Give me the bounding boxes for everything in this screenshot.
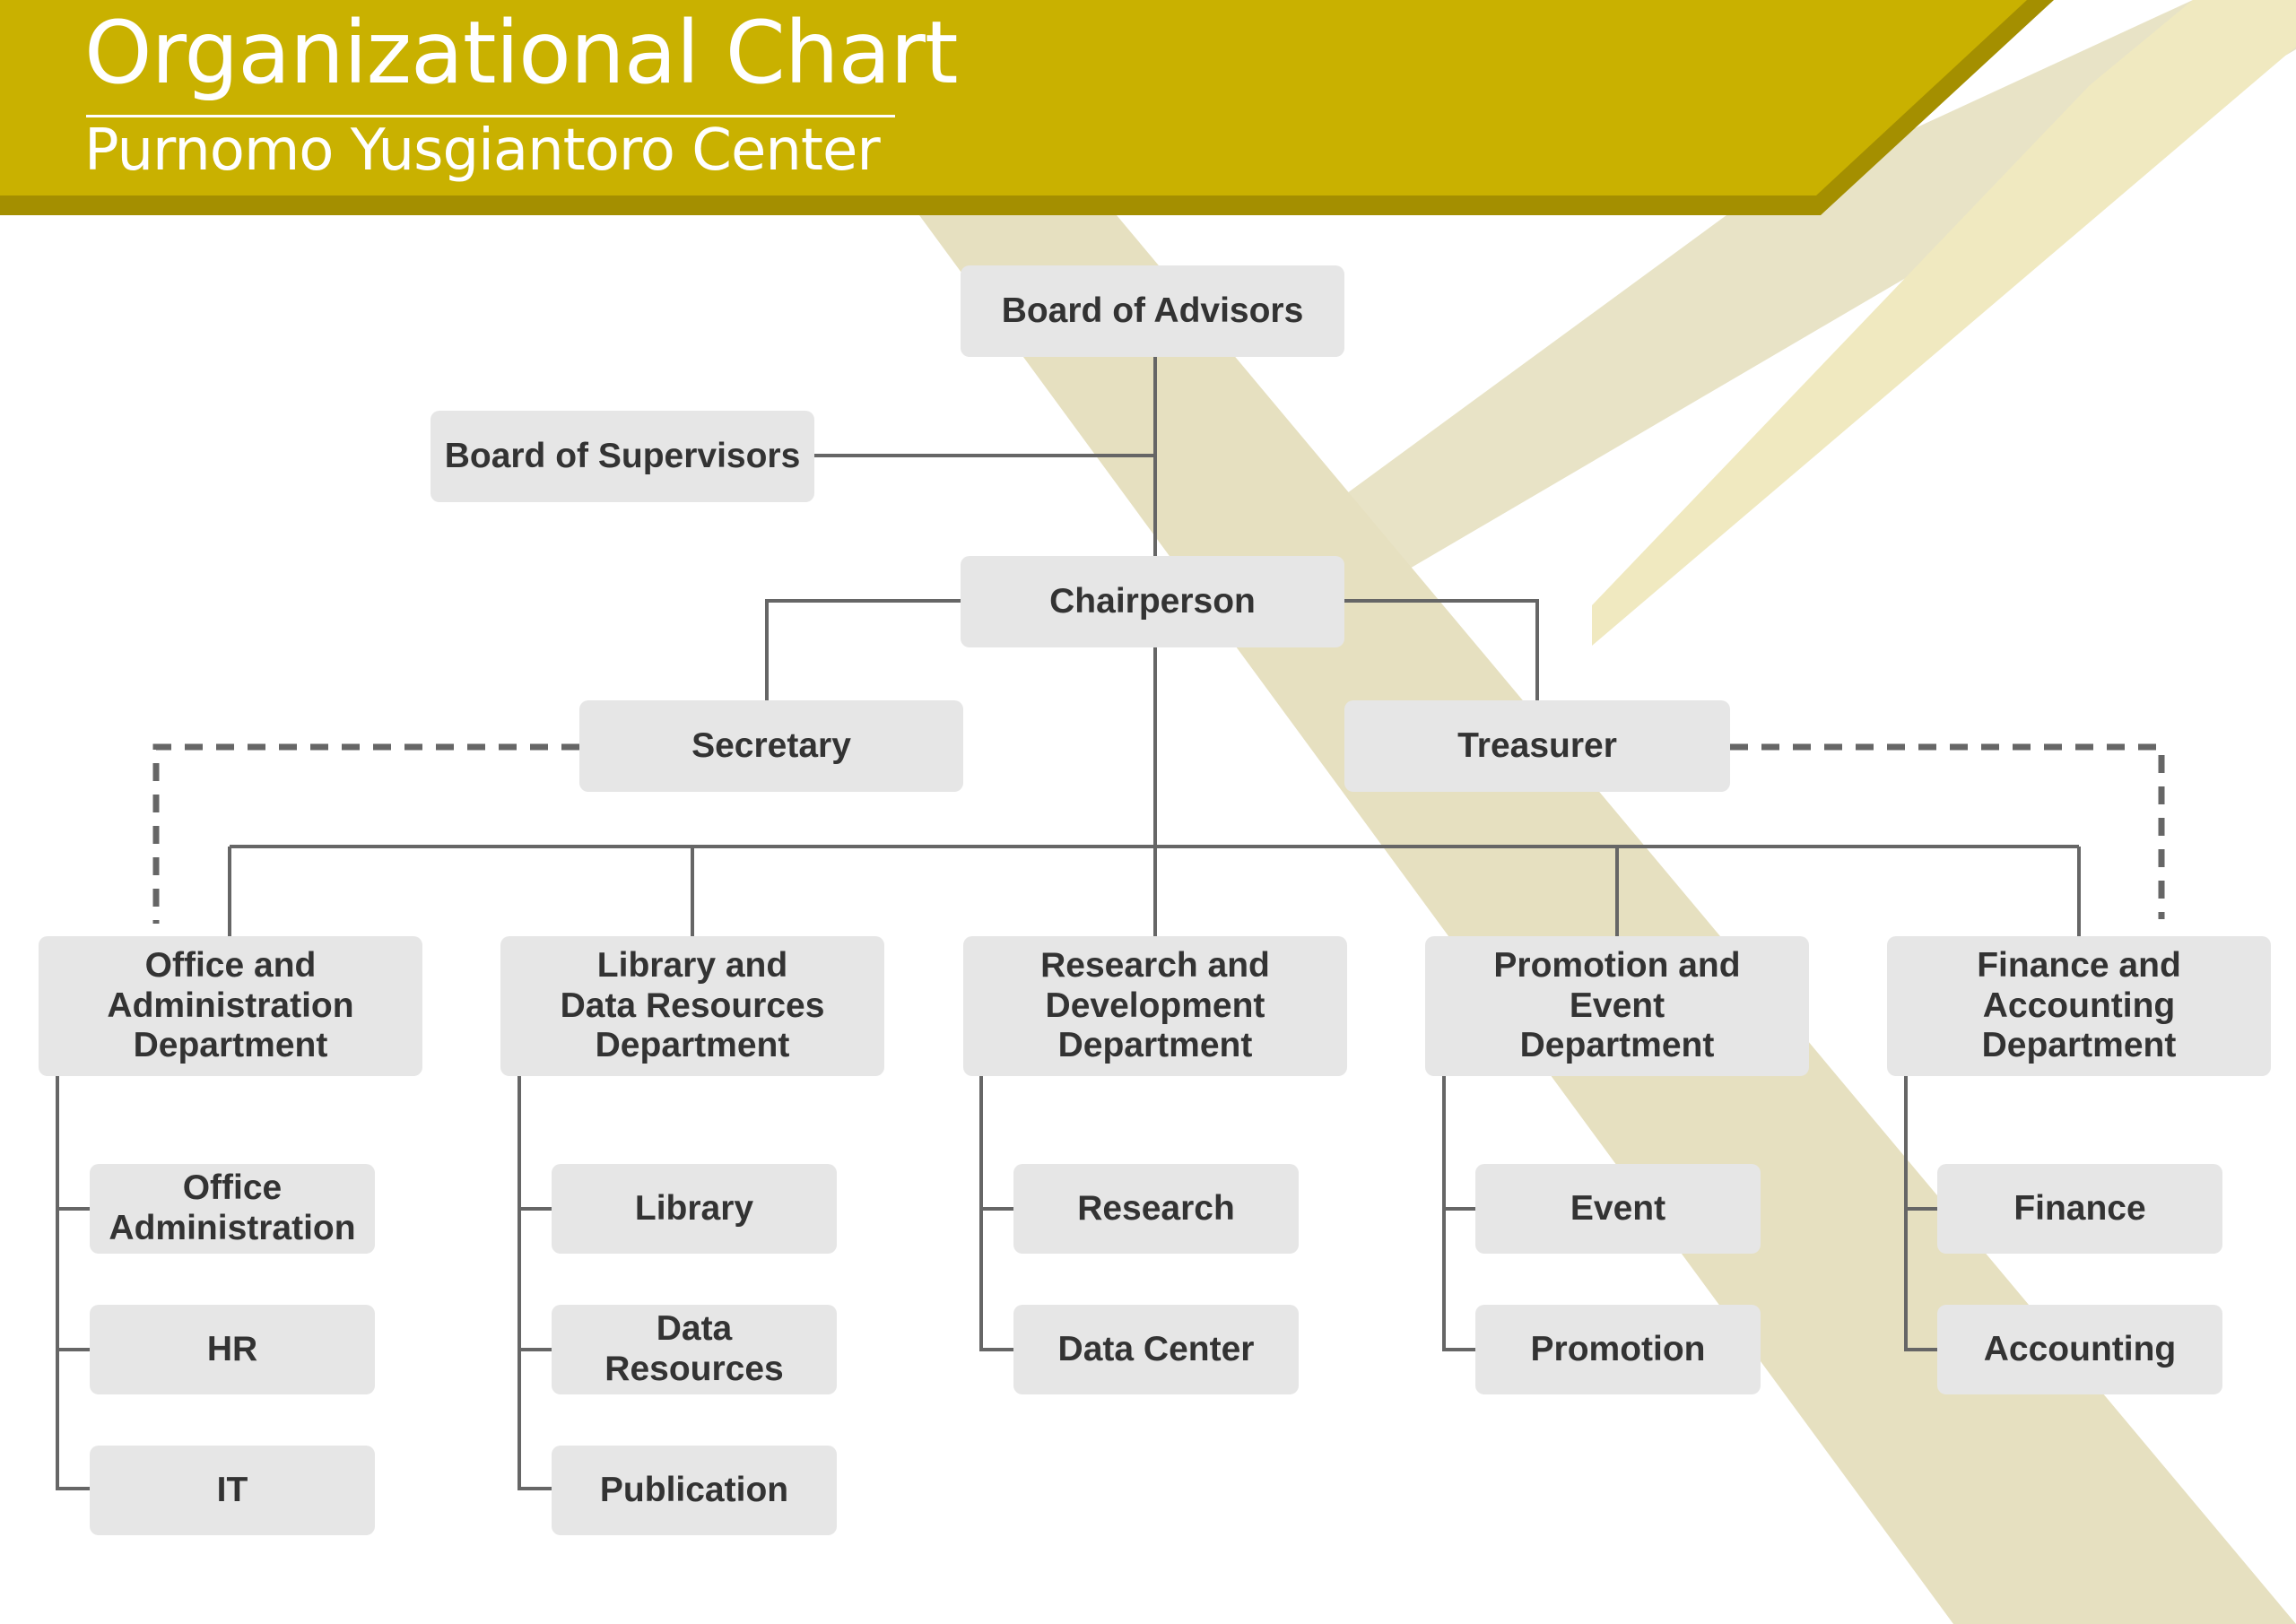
unit-name-line: Research [1077, 1188, 1235, 1228]
header-title: Organizational Chart [84, 3, 959, 103]
node-unit: IT [90, 1446, 375, 1535]
pale-yellow-stripe [1592, 0, 2296, 646]
unit-name-line: Publication [599, 1470, 789, 1509]
node-unit: Promotion [1475, 1305, 1761, 1394]
dashed-connectors [152, 743, 2165, 924]
node-board-of-supervisors: Board of Supervisors [430, 411, 814, 502]
khaki-upper-stripe [1139, 0, 2296, 646]
department-name-line: Accounting [1982, 986, 2176, 1025]
unit-name-line: Promotion [1530, 1329, 1706, 1368]
department-name-line: Department [1519, 1026, 1715, 1065]
node-unit: Event [1475, 1164, 1761, 1254]
header-divider [86, 115, 895, 117]
node-board-of-advisors: Board of Advisors [961, 265, 1344, 357]
unit-name-line: HR [206, 1329, 258, 1368]
node-unit: Accounting [1937, 1305, 2222, 1394]
node-unit: Data Center [1013, 1305, 1299, 1394]
node-unit: HR [90, 1305, 375, 1394]
node-unit: Finance [1937, 1164, 2222, 1254]
department-name-line: Research and [1040, 945, 1270, 985]
unit-name-line: Data Center [1057, 1329, 1255, 1368]
header-subtitle: Purnomo Yusgiantoro Center [84, 117, 881, 184]
unit-name-line: Event [1570, 1188, 1666, 1228]
department-name-line: Office and [144, 945, 317, 985]
department-name-line: Library and [596, 945, 788, 985]
unit-name-line: Accounting [1983, 1329, 2177, 1368]
department-name-line: Department [1057, 1026, 1253, 1065]
unit-name-line: Administration [109, 1209, 356, 1247]
department-name-line: Development [1045, 986, 1265, 1025]
unit-name-line: Office [182, 1168, 283, 1208]
node-unit: Publication [552, 1446, 837, 1535]
department-name-line: Administration [107, 986, 354, 1025]
solid-connectors [56, 357, 2081, 1490]
department-name-line: Event [1569, 986, 1665, 1025]
unit-name-line: IT [216, 1470, 248, 1509]
department-name-line: Promotion and [1493, 945, 1741, 985]
unit-name-line: Finance [2013, 1188, 2146, 1228]
department-name-line: Data Resources [560, 986, 825, 1025]
department-name-line: Department [595, 1026, 790, 1065]
node-chairperson: Chairperson [961, 556, 1344, 647]
node-secretary: Secretary [579, 700, 963, 792]
node-treasurer: Treasurer [1344, 700, 1730, 792]
department-name-line: Finance and [1977, 945, 2181, 985]
department-name-line: Department [133, 1026, 328, 1065]
unit-name-line: Resources [604, 1350, 784, 1388]
unit-name-line: Library [634, 1188, 754, 1228]
department-name-line: Department [1981, 1026, 2177, 1065]
node-unit: Research [1013, 1164, 1299, 1254]
header-banner [0, 0, 2027, 195]
node-unit: Library [552, 1164, 837, 1254]
unit-name-line: Data [656, 1309, 733, 1349]
